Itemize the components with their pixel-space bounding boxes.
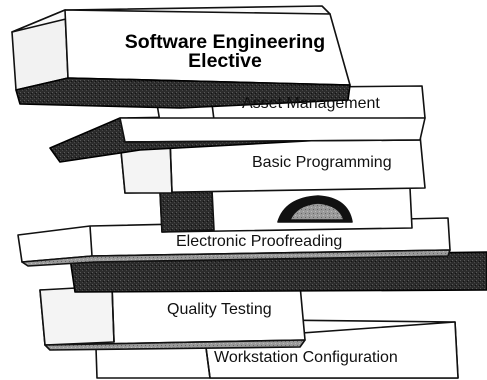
title-line-1: Software Engineering — [124, 31, 326, 53]
block-arch-support — [159, 187, 413, 233]
label-electronic-proofreading: Electronic Proofreading — [176, 233, 343, 250]
block-quality-testing — [39, 284, 306, 351]
block-title — [11, 5, 351, 109]
label-workstation-configuration: Workstation Configuration — [214, 349, 398, 366]
label-asset-management: Asset Management — [242, 95, 380, 112]
title-line-2: Elective — [188, 50, 262, 72]
label-quality-testing: Quality Testing — [167, 301, 272, 318]
block-asset-management — [119, 85, 426, 143]
label-basic-programming: Basic Programming — [252, 154, 392, 171]
diagram-title: Software Engineering Elective — [96, 31, 354, 72]
